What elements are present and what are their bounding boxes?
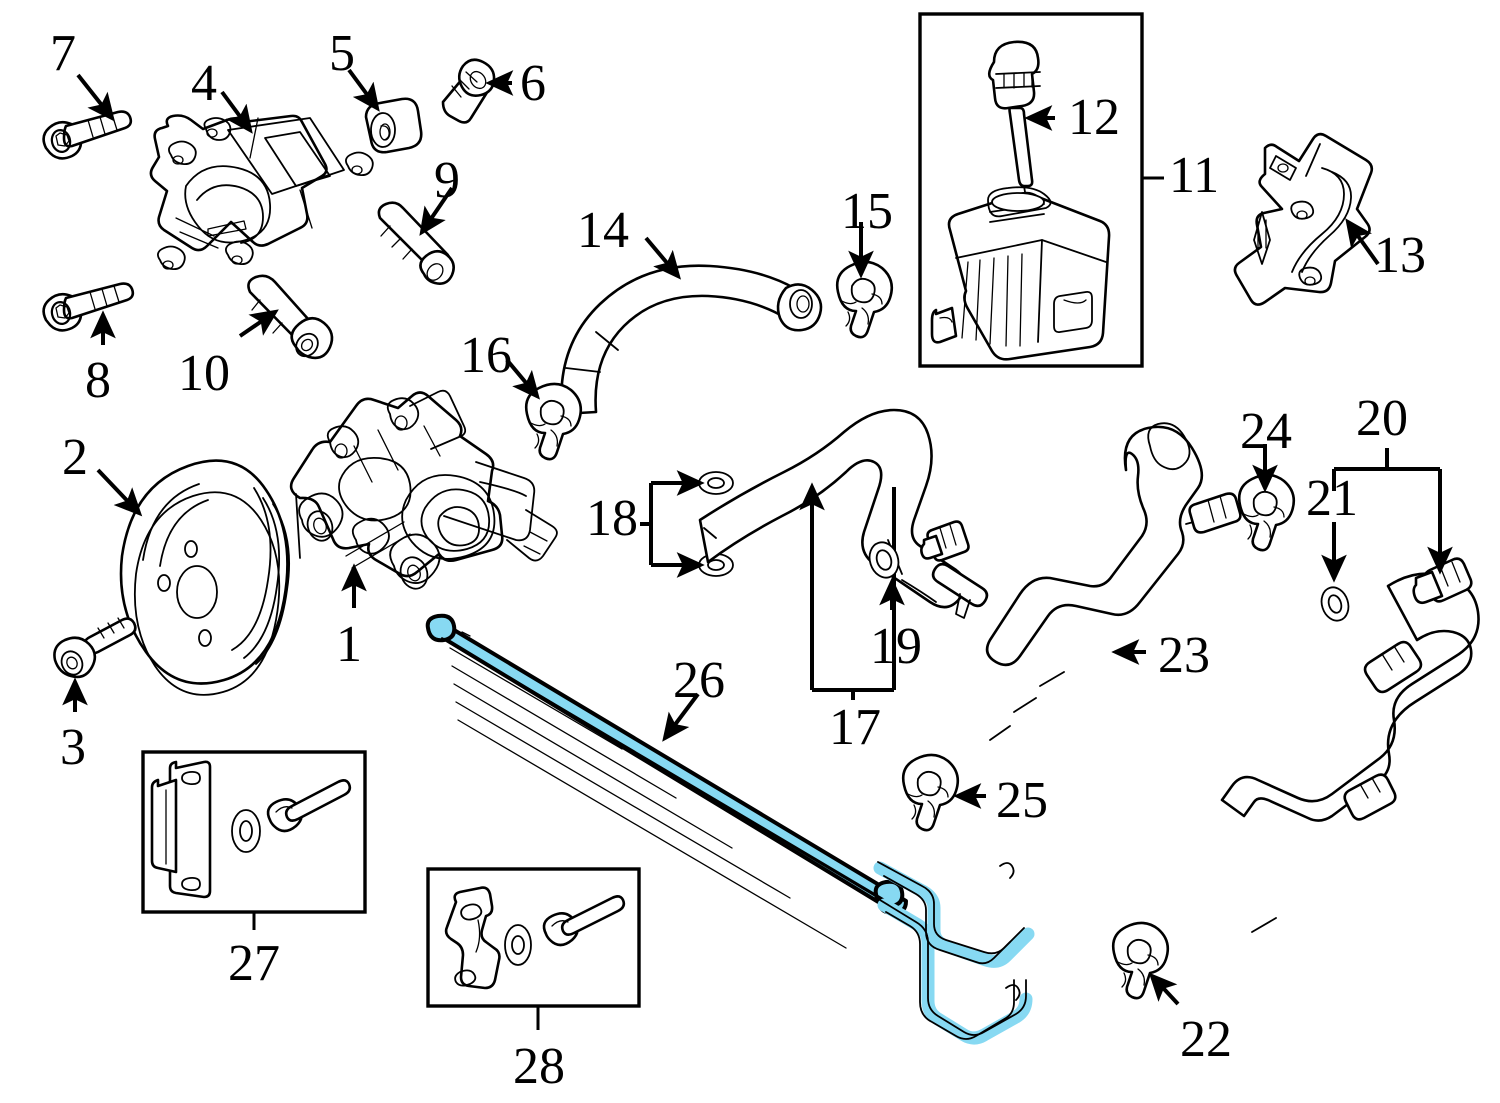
callout-label-22: 22 — [1180, 1011, 1232, 1068]
reservoir-inset-box — [918, 12, 1144, 368]
part-15-hose-clamp — [835, 260, 894, 339]
bracket-17 — [810, 487, 896, 700]
callout-label-14: 14 — [577, 202, 629, 259]
leader-2 — [96, 468, 143, 517]
part-9-bolt — [377, 201, 455, 285]
part-12-reservoir-cap — [987, 40, 1041, 199]
callout-label-15: 15 — [841, 183, 893, 240]
leader-7 — [76, 73, 115, 122]
part-6-bolt — [441, 58, 496, 124]
bracket-20 — [1332, 448, 1442, 491]
callout-label-26: 26 — [673, 652, 725, 709]
bracket-18 — [640, 481, 674, 567]
callout-label-13: 13 — [1374, 227, 1426, 284]
callout-label-5: 5 — [329, 25, 355, 82]
part-2-pulley — [119, 459, 290, 696]
part-23-return-hose — [985, 422, 1242, 741]
part-14-suction-hose — [560, 264, 823, 416]
part-19-o-ring — [868, 541, 900, 579]
callout-label-2: 2 — [62, 429, 88, 486]
callout-label-16: 16 — [460, 327, 512, 384]
callout-label-27: 27 — [228, 935, 280, 992]
part-17-pressure-hose — [698, 408, 989, 619]
callout-label-6: 6 — [520, 55, 546, 112]
callout-label-23: 23 — [1158, 627, 1210, 684]
part-8-bolt — [42, 282, 135, 332]
part-16-hose-clamp — [524, 382, 583, 461]
callout-label-24: 24 — [1240, 403, 1292, 460]
leader-4 — [220, 90, 253, 134]
callout-label-9: 9 — [434, 152, 460, 209]
callout-label-12: 12 — [1068, 89, 1120, 146]
part-21-o-ring — [1320, 586, 1350, 622]
leader-22 — [1148, 972, 1180, 1006]
callout-label-20: 20 — [1356, 390, 1408, 447]
callout-label-17: 17 — [829, 699, 881, 756]
callout-label-3: 3 — [60, 719, 86, 776]
part-11-reservoir — [930, 186, 1111, 361]
part-20-return-line — [1220, 557, 1480, 933]
leader-10 — [238, 309, 279, 338]
callout-label-4: 4 — [191, 55, 217, 112]
part-1-power-steering-pump — [289, 389, 558, 590]
part-22-hose-clamp — [1111, 921, 1170, 1000]
leader-26 — [662, 692, 700, 742]
callout-label-1: 1 — [336, 616, 362, 673]
part-26-oil-cooler — [425, 613, 1035, 1045]
callout-label-21: 21 — [1306, 470, 1358, 527]
part-25-hose-clamp — [901, 753, 960, 832]
part-28-mount-kit — [444, 886, 626, 990]
callout-label-18: 18 — [586, 490, 638, 547]
leader-5 — [347, 68, 380, 112]
callout-label-7: 7 — [50, 25, 76, 82]
callout-label-28: 28 — [513, 1038, 565, 1095]
part-4-bracket — [149, 114, 374, 271]
part-5-bushing — [364, 97, 423, 154]
leader-14 — [644, 236, 682, 280]
part-7-bolt — [42, 110, 133, 160]
callout-label-25: 25 — [996, 772, 1048, 829]
mount-kit-inset-box-28 — [426, 867, 641, 1008]
part-27-mount-kit — [150, 760, 352, 899]
part-13-bracket — [1233, 132, 1374, 306]
leader-13 — [1345, 218, 1380, 266]
callout-label-19: 19 — [870, 618, 922, 675]
callout-label-10: 10 — [178, 345, 230, 402]
leader-16 — [505, 358, 540, 400]
callout-label-11: 11 — [1169, 147, 1220, 204]
hose-fitting-17 — [920, 520, 970, 562]
part-10-bolt — [247, 274, 334, 360]
part-3-bolt — [53, 617, 137, 679]
callout-label-8: 8 — [85, 352, 111, 409]
leader-9 — [419, 186, 454, 236]
